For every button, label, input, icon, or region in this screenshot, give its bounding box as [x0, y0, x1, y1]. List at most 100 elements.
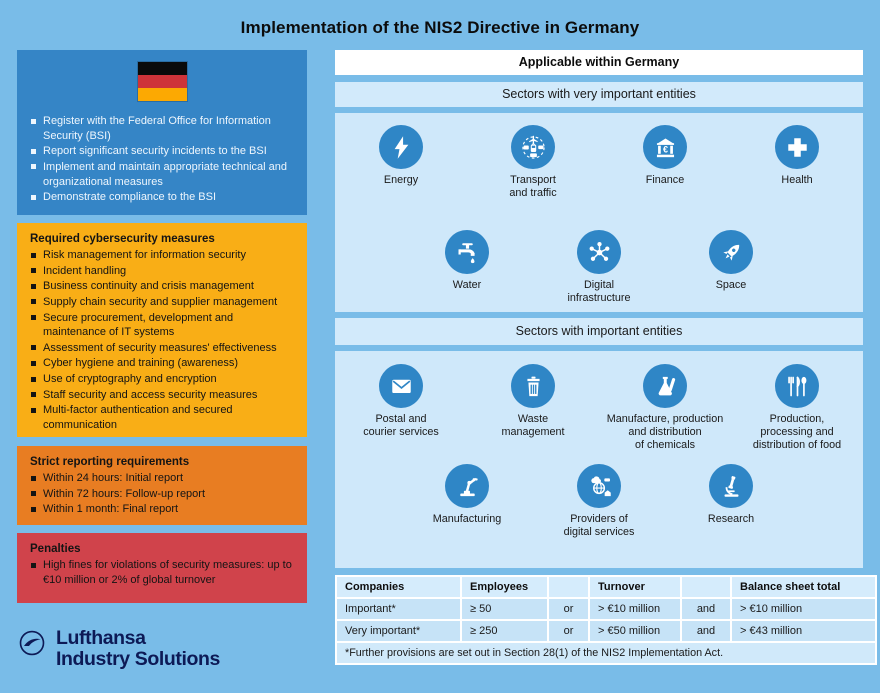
- bullet-item: High fines for violations of security me…: [30, 558, 294, 587]
- flag-stripe-black: [137, 62, 187, 75]
- sector-postal: Postal and courier services: [335, 364, 467, 451]
- sector-row: Postal and courier services Waste managem…: [335, 351, 863, 451]
- bullet-item: Demonstrate compliance to the BSI: [30, 190, 294, 205]
- logo-line-1: Lufthansa: [56, 627, 146, 649]
- bullet-item: Multi-factor authentication and secured …: [30, 403, 294, 432]
- bullet-item: Report significant security incidents to…: [30, 144, 294, 159]
- penalties-heading: Penalties: [30, 543, 81, 555]
- bullet-item: Secure procurement, development and main…: [30, 311, 294, 340]
- table-cell: > €10 million: [590, 599, 680, 619]
- transport-icon: [511, 125, 555, 169]
- obligations-list: Register with the Federal Office for Inf…: [30, 114, 294, 205]
- sector-digital-services: Providers of digital services: [533, 464, 665, 551]
- digital-services-icon: [577, 464, 621, 508]
- sector-waste: Waste management: [467, 364, 599, 451]
- sector-transport: Transport and traffic: [467, 125, 599, 218]
- bullet-item: Risk management for information security: [30, 248, 294, 263]
- sector-research: Research: [665, 464, 797, 551]
- digital-infrastructure-icon: [577, 230, 621, 274]
- penalties-panel: Penalties High fines for violations of s…: [17, 533, 307, 603]
- sector-label: Providers of digital services: [563, 513, 635, 539]
- chemicals-icon: [643, 364, 687, 408]
- health-icon: [775, 125, 819, 169]
- table-cell: > €43 million: [732, 621, 875, 641]
- logo-line-2: Industry Solutions: [56, 648, 220, 671]
- lufthansa-logo: Lufthansa Industry Solutions: [19, 627, 220, 671]
- bullet-item: Business continuity and crisis managemen…: [30, 279, 294, 294]
- finance-icon: €: [643, 125, 687, 169]
- sector-label: Energy: [383, 174, 419, 186]
- bullet-item: Within 24 hours: Initial report: [30, 471, 294, 486]
- sector-row: Water Digital infrastructure Space: [335, 218, 863, 323]
- table-cell: and: [682, 599, 730, 619]
- bullet-item: Cyber hygiene and training (awareness): [30, 356, 294, 371]
- table-cell: > €50 million: [590, 621, 680, 641]
- sector-label: Water: [452, 279, 482, 291]
- germany-flag-icon: [137, 62, 187, 101]
- research-icon: [709, 464, 753, 508]
- table-cell: or: [549, 621, 588, 641]
- sector-digital-infrastructure: Digital infrastructure: [533, 230, 665, 323]
- water-icon: [445, 230, 489, 274]
- bullet-item: Register with the Federal Office for Inf…: [30, 114, 294, 143]
- flag-stripe-gold: [137, 88, 187, 101]
- table-cell: > €10 million: [732, 599, 875, 619]
- bullet-item: Within 72 hours: Follow-up report: [30, 487, 294, 502]
- sector-energy: Energy: [335, 125, 467, 218]
- bullet-item: Implement and maintain appropriate techn…: [30, 160, 294, 189]
- bullet-item: Assessment of security measures' effecti…: [30, 341, 294, 356]
- table-cell: and: [682, 621, 730, 641]
- sector-row: Manufacturing Providers of digital servic…: [335, 451, 863, 551]
- column-header: Turnover: [590, 577, 680, 597]
- important-band: Sectors with important entities: [335, 318, 863, 345]
- sector-space: Space: [665, 230, 797, 323]
- manufacturing-icon: [445, 464, 489, 508]
- sector-label: Postal and courier services: [363, 413, 439, 439]
- bullet-item: Use of cryptography and encryption: [30, 372, 294, 387]
- sector-label: Space: [715, 279, 747, 291]
- sector-chemicals: Manufacture, production and distribution…: [599, 364, 731, 451]
- sector-label: Manufacturing: [432, 513, 502, 525]
- bullet-item: Supply chain security and supplier manag…: [30, 295, 294, 310]
- waste-icon: [511, 364, 555, 408]
- column-header: Companies: [337, 577, 460, 597]
- sector-manufacturing: Manufacturing: [401, 464, 533, 551]
- sector-label: Transport and traffic: [509, 174, 557, 200]
- column-header: [682, 577, 730, 597]
- food-icon: [775, 364, 819, 408]
- sector-water: Water: [401, 230, 533, 323]
- column-header: Employees: [462, 577, 547, 597]
- germany-scope-column: Applicable within Germany Sectors with v…: [335, 50, 877, 665]
- obligations-panel: Register with the Federal Office for Inf…: [17, 50, 307, 215]
- table-cell: Important*: [337, 599, 460, 619]
- postal-icon: [379, 364, 423, 408]
- table-footnote-row: *Further provisions are set out in Secti…: [337, 643, 875, 663]
- energy-icon: [379, 125, 423, 169]
- column-header: Balance sheet total: [732, 577, 875, 597]
- sector-food: Production, processing and distribution …: [731, 364, 863, 451]
- applicable-header: Applicable within Germany: [335, 50, 863, 75]
- page-title: Implementation of the NIS2 Directive in …: [240, 18, 640, 37]
- reporting-panel: Strict reporting requirements Within 24 …: [17, 446, 307, 525]
- table-cell: ≥ 250: [462, 621, 547, 641]
- bullet-item: Staff security and access security measu…: [30, 388, 294, 403]
- sector-label: Finance: [645, 174, 685, 186]
- sector-label: Digital infrastructure: [567, 279, 631, 305]
- table-cell: Very important*: [337, 621, 460, 641]
- bullet-item: Within 1 month: Final report: [30, 502, 294, 517]
- important-sectors: Postal and courier services Waste managem…: [335, 351, 863, 568]
- space-icon: [709, 230, 753, 274]
- sector-finance: € Finance: [599, 125, 731, 218]
- sector-label: Waste management: [501, 413, 565, 439]
- lufthansa-crane-icon: [19, 630, 45, 656]
- sector-label: Manufacture, production and distribution…: [606, 413, 724, 452]
- measures-panel: Required cybersecurity measures Risk man…: [17, 223, 307, 437]
- table-footnote: *Further provisions are set out in Secti…: [337, 643, 875, 663]
